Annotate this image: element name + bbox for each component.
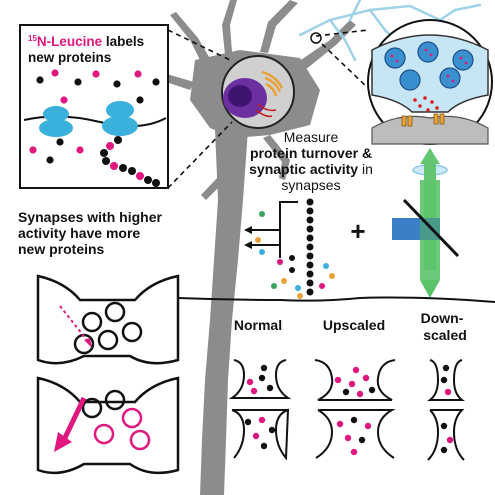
high-activity-synapse xyxy=(36,376,180,475)
labeling-box xyxy=(19,24,169,189)
labels-word: labels xyxy=(102,34,144,49)
downscaled-synapse xyxy=(427,359,465,461)
measure-line1: Measure xyxy=(284,129,339,145)
downscaled-label-line1: Down- xyxy=(421,310,464,326)
activity-line3: new proteins xyxy=(18,241,105,257)
measure-line2: protein turnover & xyxy=(250,145,372,161)
isotope-name: N-Leucine xyxy=(37,34,103,49)
divider-line xyxy=(177,296,495,303)
activity-line2: activity have more xyxy=(18,225,140,241)
synaptic-activity-word: synaptic activity xyxy=(249,161,358,177)
protein-separation xyxy=(244,198,335,299)
activity-line1: Synapses with higher xyxy=(18,209,162,225)
labeling-title: 15N-Leucine labels xyxy=(28,34,144,49)
in-word: in xyxy=(358,161,373,177)
normal-synapse xyxy=(228,359,292,461)
plus-sign: + xyxy=(350,216,365,246)
synapse-zoom xyxy=(367,19,493,145)
downscaled-label-line2: scaled xyxy=(423,327,467,343)
labeling-subtitle: new proteins xyxy=(28,50,111,65)
low-activity-synapse xyxy=(36,274,180,365)
optical-setup xyxy=(392,148,460,298)
normal-label: Normal xyxy=(234,317,282,333)
upscaled-synapse xyxy=(314,359,396,459)
measure-line3: synaptic activity in xyxy=(249,161,373,177)
measure-line4: synapses xyxy=(281,177,340,193)
nascent-protein xyxy=(100,136,160,187)
ribosomes xyxy=(39,101,138,137)
isotope-superscript: 15 xyxy=(28,34,37,43)
synapse-marker xyxy=(310,32,322,44)
soma-inset xyxy=(221,55,295,129)
upscaled-label: Upscaled xyxy=(323,317,385,333)
free-amino-acids xyxy=(29,69,160,164)
inset-links xyxy=(167,29,369,189)
